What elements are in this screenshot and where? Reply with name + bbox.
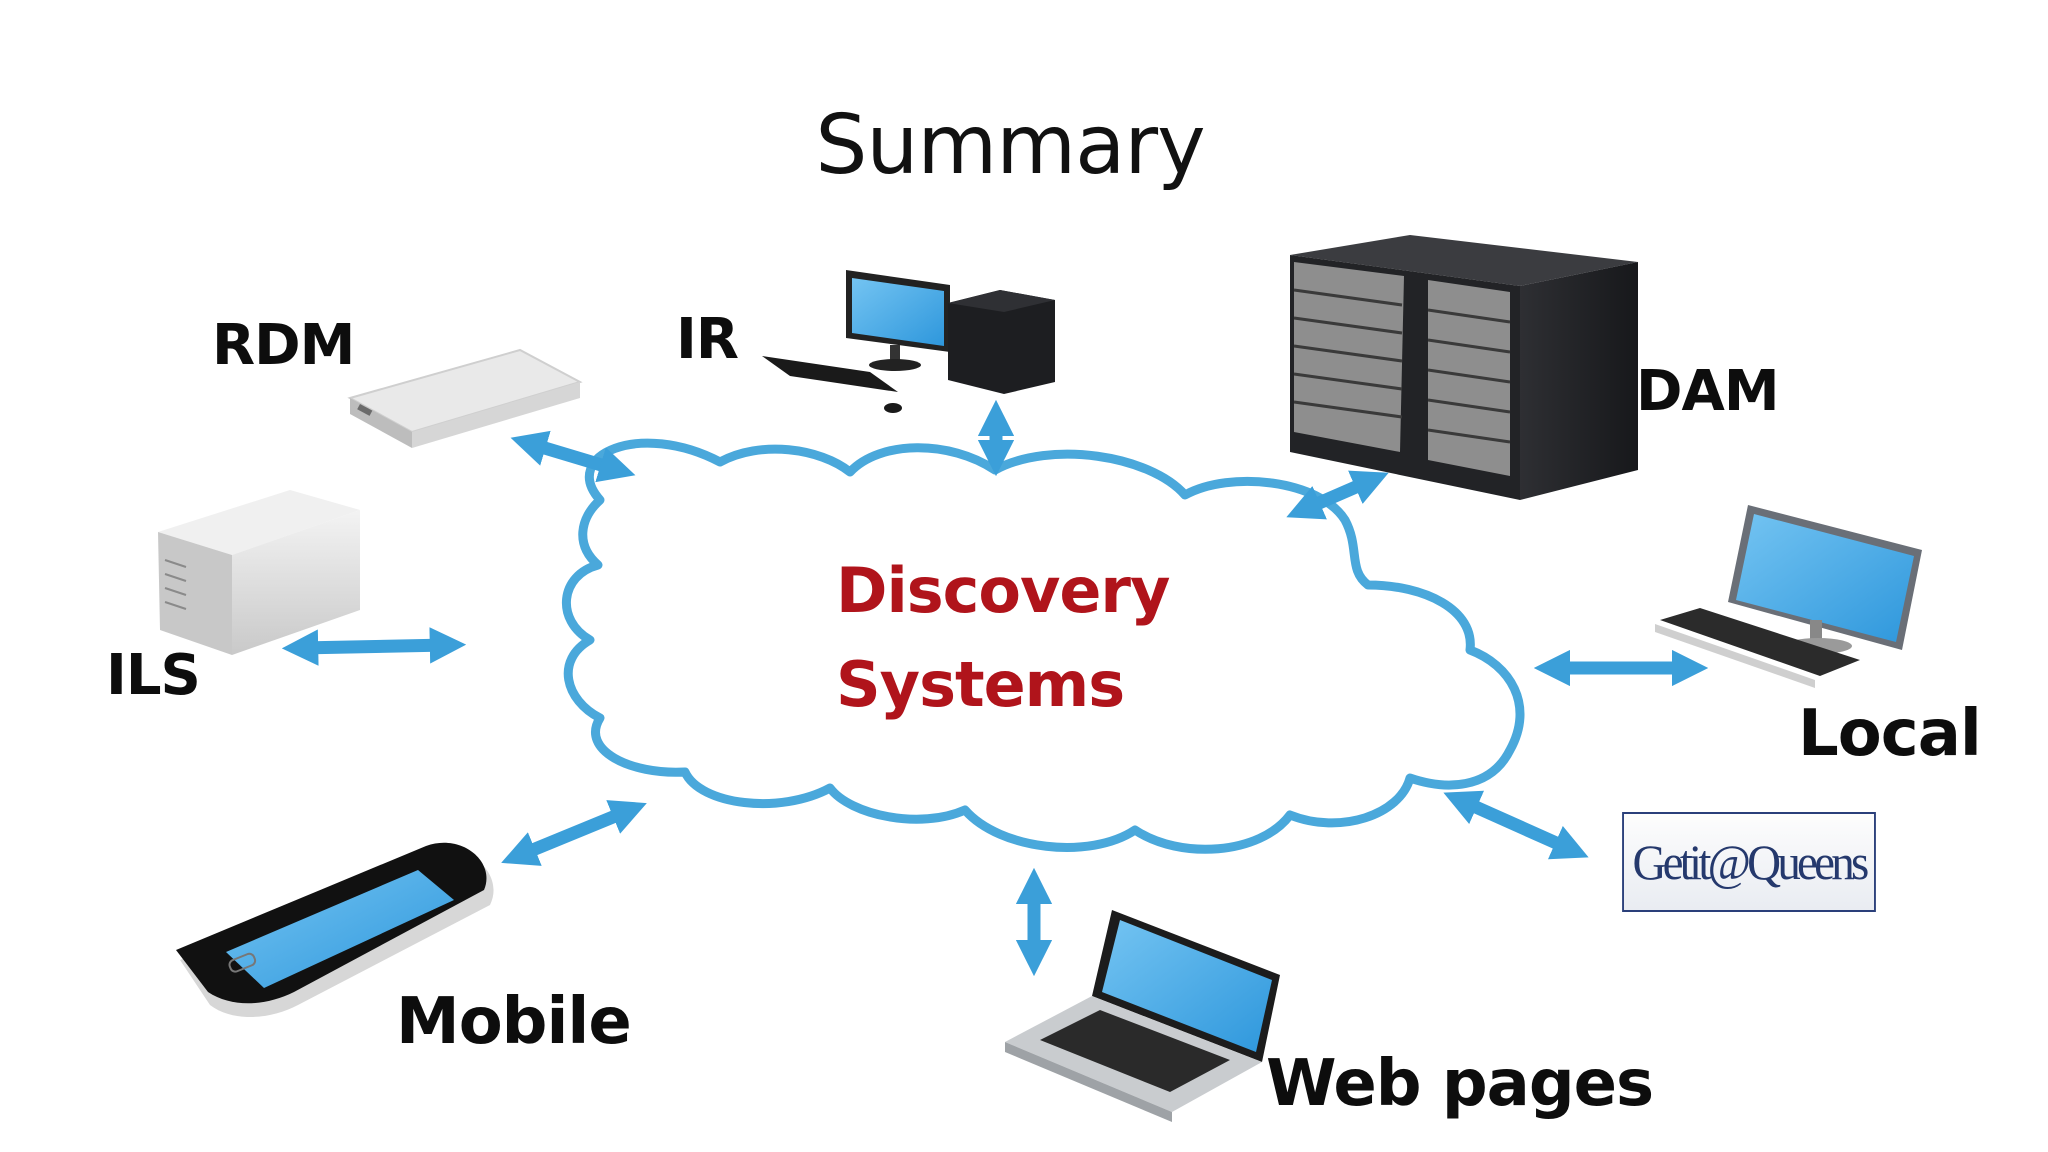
- tower-server-icon: [158, 490, 360, 655]
- monitor-keyboard-icon: [1655, 505, 1922, 688]
- smartphone-icon: [176, 842, 494, 1018]
- arrow-mobile: [501, 800, 647, 866]
- arrow-getit: [1443, 790, 1589, 860]
- server-appliance-icon: [347, 348, 583, 448]
- cloud-shape: [562, 438, 1525, 854]
- arrow-rdm: [510, 430, 636, 483]
- server-rack-icon: [1290, 235, 1638, 500]
- label-ils: ILS: [106, 643, 201, 708]
- laptop-icon: [1005, 910, 1280, 1122]
- label-ir: IR: [676, 307, 739, 372]
- label-local: Local: [1798, 697, 1982, 771]
- center-label: Discovery Systems: [836, 544, 1170, 732]
- label-rdm: RDM: [212, 313, 355, 378]
- label-dam: DAM: [1636, 359, 1780, 424]
- getit-logo: Getit@Queens: [1622, 812, 1876, 912]
- page-title: Summary: [815, 98, 1205, 193]
- desktop-computer-icon: [762, 270, 1055, 413]
- label-web-pages: Web pages: [1266, 1047, 1654, 1121]
- center-label-line1: Discovery: [836, 554, 1170, 627]
- arrow-dam: [1286, 470, 1389, 520]
- label-mobile: Mobile: [396, 985, 632, 1059]
- center-label-line2: Systems: [836, 648, 1125, 721]
- arrow-ils: [281, 627, 467, 666]
